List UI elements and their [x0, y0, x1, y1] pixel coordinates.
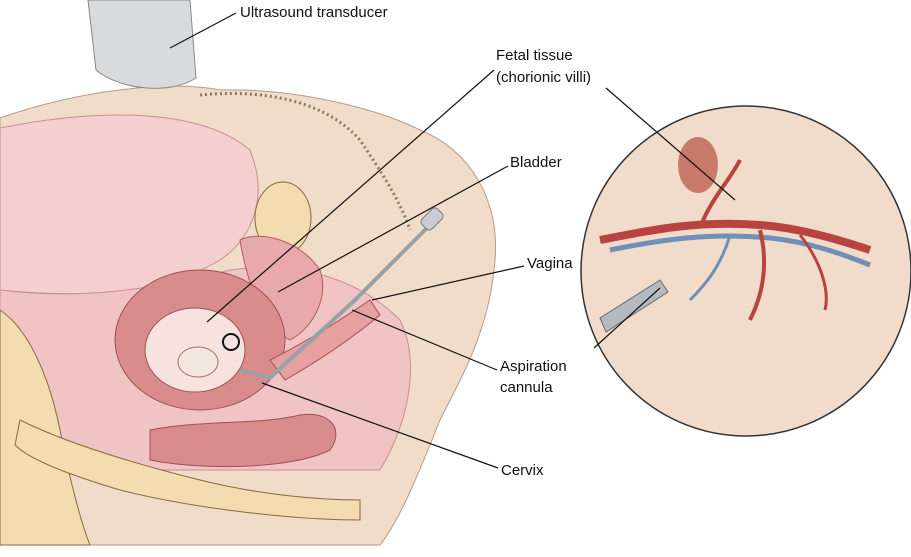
fetus: [177, 346, 219, 378]
aspiration-cannula: [239, 223, 432, 381]
label-chorionic-villi: (chorionic villi): [496, 69, 592, 86]
rectum: [149, 413, 337, 468]
label-cervix: Cervix: [501, 462, 544, 479]
sacrum: [0, 309, 91, 546]
pubic-hair: [199, 91, 412, 231]
vagina: [269, 299, 381, 381]
label-aspiration: Aspiration: [500, 358, 567, 375]
label-cannula: cannula: [500, 379, 553, 396]
sample-site-marker: [222, 333, 240, 351]
ultrasound-transducer: [87, 0, 197, 89]
label-ultrasound-transducer: Ultrasound transducer: [240, 4, 388, 21]
label-bladder: Bladder: [510, 154, 562, 171]
coccyx-bones: [14, 419, 361, 521]
label-fetal-tissue: Fetal tissue: [496, 47, 573, 64]
label-vagina: Vagina: [527, 255, 573, 272]
cannula-handle: [420, 207, 444, 231]
leader-lines: [169, 12, 736, 469]
magnified-villi-view: [580, 105, 911, 437]
